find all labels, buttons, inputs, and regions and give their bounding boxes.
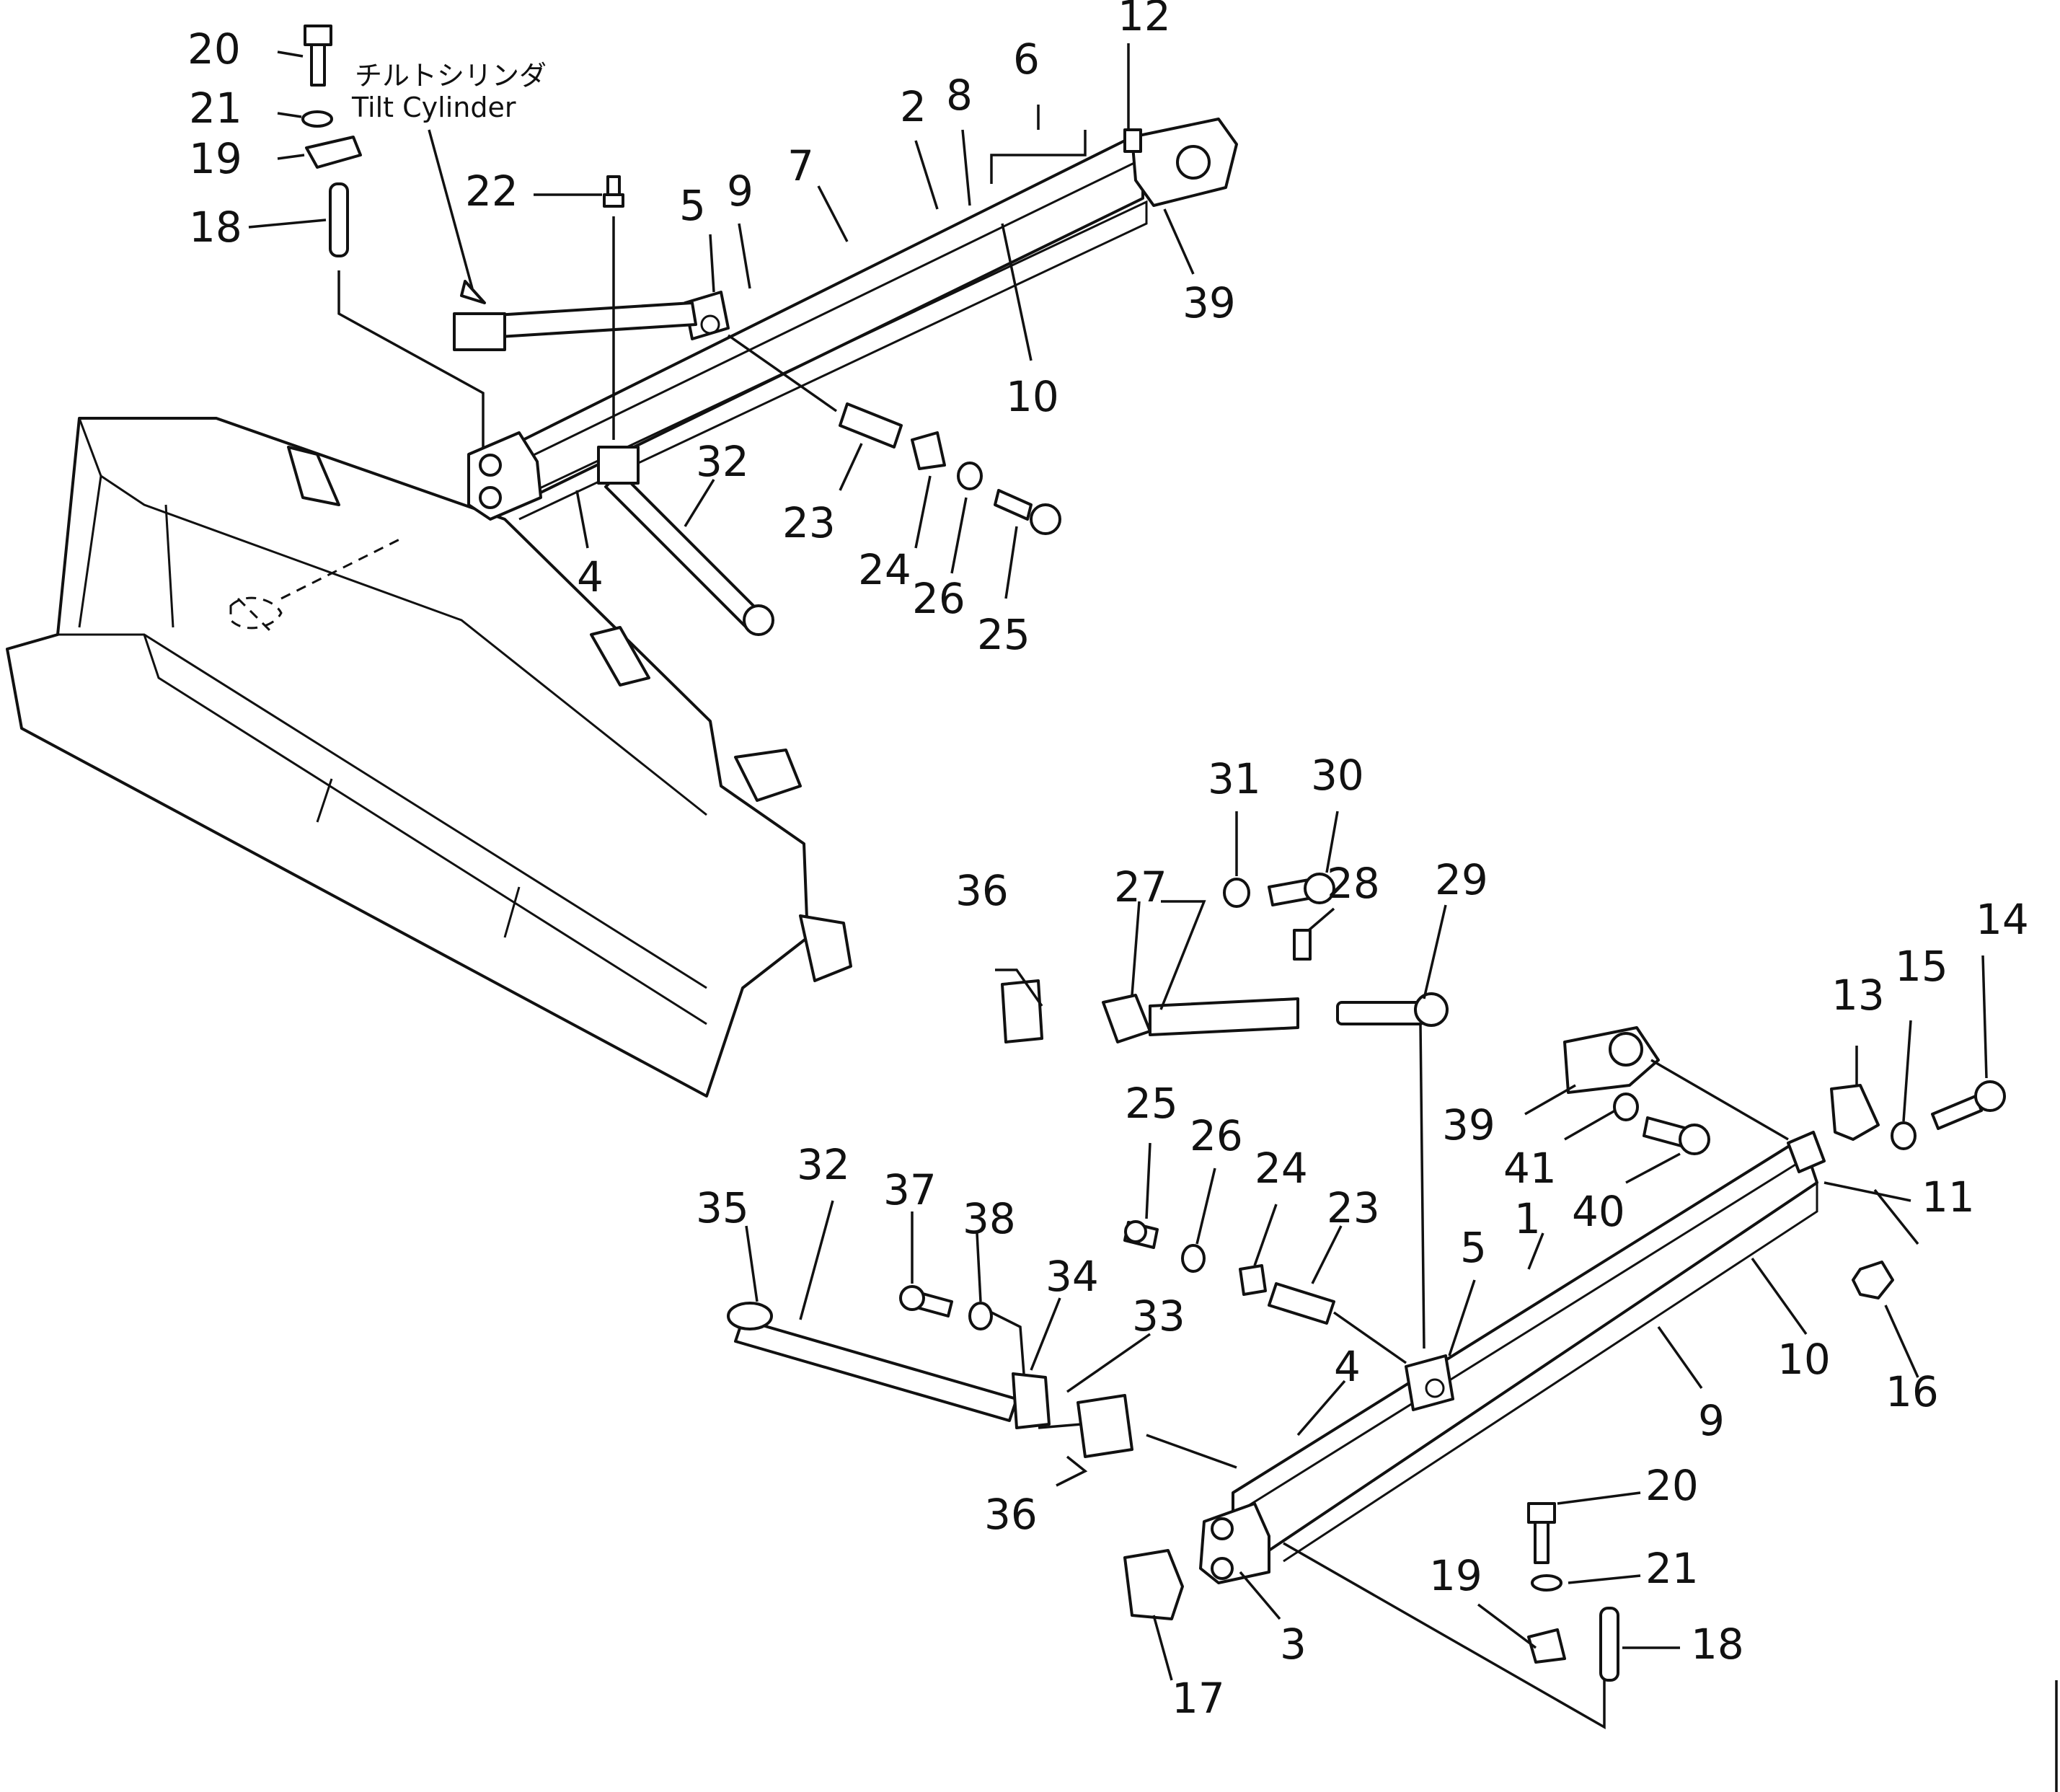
callout-28: 28	[1327, 859, 1380, 908]
callout-5-top: 5	[679, 181, 706, 230]
callout-34: 34	[1046, 1252, 1099, 1301]
callout-26-top: 26	[912, 574, 965, 623]
callout-20-top: 20	[187, 25, 241, 74]
callout-10-top: 10	[1006, 372, 1059, 421]
callout-labels: 20 21 19 18 22 5 9 7 2 8 6 12 39 10 23 2…	[187, 0, 2029, 1723]
callout-40: 40	[1572, 1187, 1625, 1236]
callout-24-bottom: 24	[1255, 1144, 1308, 1193]
callout-11: 11	[1922, 1173, 1975, 1222]
callout-25-top: 25	[977, 610, 1030, 659]
callout-6: 6	[1013, 35, 1040, 84]
callout-19-bottom: 19	[1429, 1551, 1482, 1600]
callout-5-bottom: 5	[1460, 1223, 1487, 1272]
callout-8: 8	[946, 71, 973, 120]
callout-21-bottom: 21	[1645, 1544, 1699, 1593]
callout-19-top: 19	[189, 134, 242, 183]
callout-23-top: 23	[782, 498, 836, 547]
dozer-blade	[6, 417, 852, 1098]
callout-16: 16	[1886, 1367, 1939, 1416]
callout-20-bottom: 20	[1645, 1461, 1699, 1510]
callout-38: 38	[963, 1194, 1016, 1243]
callout-36-bottom: 36	[984, 1490, 1038, 1539]
callout-18-bottom: 18	[1691, 1620, 1744, 1669]
callout-41: 41	[1503, 1144, 1557, 1193]
callout-37: 37	[883, 1165, 937, 1214]
callout-32-top: 32	[696, 437, 749, 486]
tilt-cylinder-jp-note: チルトシリンダ	[355, 60, 547, 92]
callout-35: 35	[696, 1183, 749, 1232]
callout-25-bottom: 25	[1125, 1079, 1178, 1128]
callout-10-bottom: 10	[1777, 1335, 1831, 1384]
callout-9-bottom: 9	[1698, 1396, 1725, 1445]
callout-39-bottom: 39	[1442, 1100, 1495, 1149]
callout-32-bottom: 32	[797, 1140, 850, 1189]
callout-18-top: 18	[189, 203, 242, 252]
lower-hardware	[899, 873, 2006, 1682]
callout-36-top: 36	[955, 866, 1009, 915]
callout-26-bottom: 26	[1190, 1111, 1243, 1160]
callout-12: 12	[1118, 0, 1171, 40]
callout-2: 2	[900, 82, 927, 131]
callout-9-top: 9	[727, 167, 753, 216]
lower-frame-assembly	[727, 979, 1880, 1584]
callout-7: 7	[787, 141, 814, 190]
callout-4-bottom: 4	[1334, 1342, 1361, 1391]
callout-1: 1	[1514, 1194, 1541, 1243]
callout-39-top: 39	[1182, 278, 1236, 327]
tilt-cylinder-en-note: Tilt Cylinder	[351, 92, 516, 123]
callout-15: 15	[1895, 942, 1948, 991]
callout-4-top: 4	[577, 552, 604, 601]
upper-frame-assembly	[453, 118, 1238, 636]
callout-17: 17	[1172, 1674, 1225, 1723]
lower-leaders	[745, 811, 1988, 1730]
upper-leaders	[248, 43, 1195, 599]
callout-29: 29	[1435, 855, 1488, 904]
upper-hardware	[301, 25, 1061, 535]
callout-27: 27	[1114, 862, 1167, 912]
callout-22: 22	[465, 167, 518, 216]
callout-33: 33	[1132, 1292, 1185, 1341]
callout-30: 30	[1311, 751, 1364, 800]
callout-24-top: 24	[858, 545, 911, 594]
callout-31: 31	[1208, 754, 1261, 803]
callout-3: 3	[1280, 1620, 1307, 1669]
callout-14: 14	[1976, 895, 2029, 944]
callout-21-top: 21	[189, 84, 242, 133]
callout-23-bottom: 23	[1327, 1183, 1380, 1232]
callout-13: 13	[1831, 971, 1885, 1020]
